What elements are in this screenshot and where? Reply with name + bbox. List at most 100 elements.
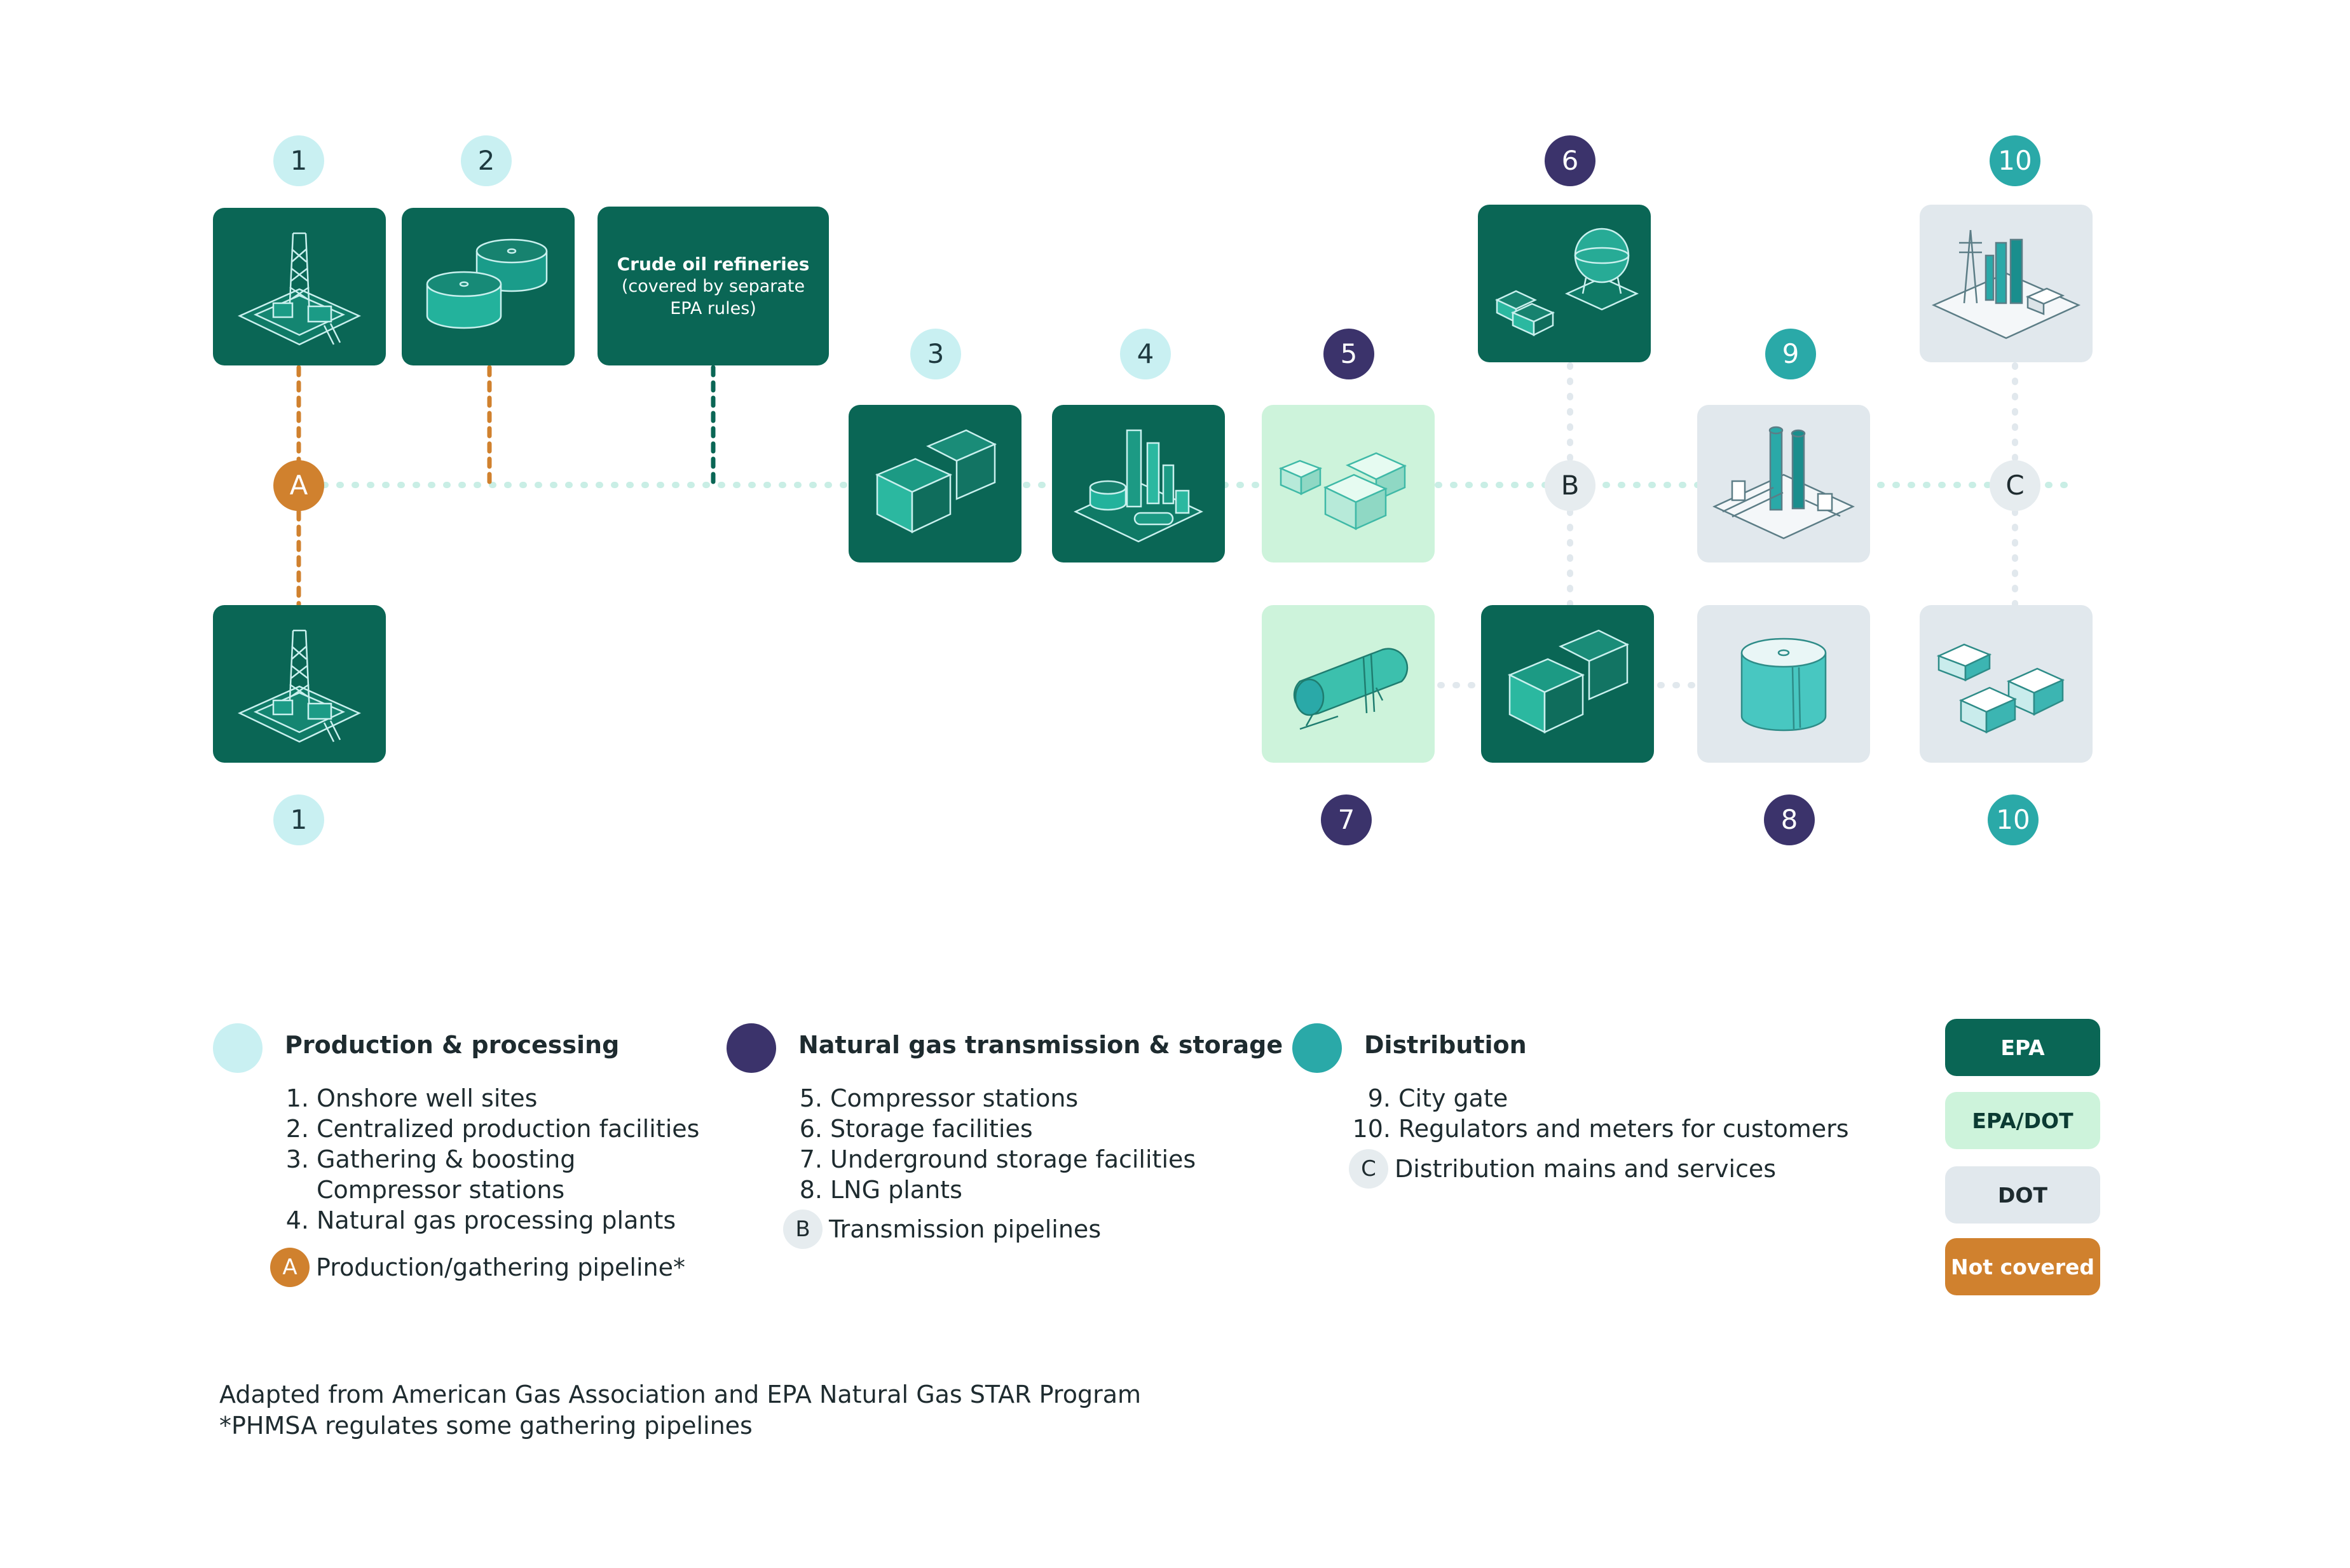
legend-item-text: Onshore well sites [317,1084,538,1112]
legend-item-num: 1. [285,1084,309,1112]
legend-item-num: 7. [799,1145,823,1173]
badge-5: 5 [1323,329,1374,379]
tile-storage-facilities [1478,205,1651,362]
legend-item-num: 4. [285,1206,309,1234]
legend-item: 4. Natural gas processing plants [280,1205,699,1236]
node-c: C [1990,460,2040,511]
legend-item: Compressor stations [280,1175,699,1205]
key-epa-dot: EPA/DOT [1945,1092,2100,1149]
legend-item-num: 9. [1367,1084,1391,1112]
badge-9: 9 [1765,329,1816,379]
houses-icon [1936,643,2065,733]
key-dot: DOT [1945,1166,2100,1224]
tile-onshore-well-site-top [213,208,386,365]
badge-7: 7 [1321,794,1372,845]
legend-node-b-text: Transmission pipelines [829,1215,1102,1243]
legend-item: 6.Storage facilities [796,1114,1196,1144]
legend-item-text: Storage facilities [830,1115,1033,1143]
tile-regulators-meters-bottom [1920,605,2093,763]
legend-distribution-list: 9.City gate 10.Regulators and meters for… [1346,1083,1849,1144]
drilling-rig-icon [238,232,361,346]
legend-transmission-pipeline: B Transmission pipelines [783,1210,1101,1249]
refinery-note-2: EPA rules) [670,298,756,318]
key-not-covered: Not covered [1945,1238,2100,1295]
legend-item-text: Centralized production facilities [317,1115,700,1143]
node-a: A [273,460,324,511]
tile-city-gate [1697,405,1870,562]
legend-production-title: Production & processing [285,1031,620,1059]
tile-centralized-production [402,208,575,365]
badge-6: 6 [1545,135,1595,186]
legend-distribution-dot [1292,1023,1342,1073]
legend-item-text: Natural gas processing plants [317,1206,676,1234]
tank-car-icon [1293,648,1409,730]
legend-node-b: B [783,1210,823,1249]
compressor-box-icon [1507,629,1629,734]
refinery-note-1: (covered by separate [621,276,805,296]
storage-facility-icon [1495,228,1639,337]
storage-tanks-icon [426,238,548,329]
tile-gathering-boosting [849,405,1021,562]
legend-node-a-text: Production/gathering pipeline* [316,1253,685,1281]
legend-item: 8.LNG plants [796,1175,1196,1205]
badge-10-top: 10 [1990,135,2040,186]
compressor-stations-icon [1278,452,1407,530]
lng-tank-icon [1740,637,1827,732]
legend-item-num: 6. [799,1115,823,1143]
compressor-box-icon [875,429,997,534]
legend-item-num: 5. [799,1084,823,1112]
legend-item-text: Gathering & boosting [317,1145,576,1173]
node-b: B [1545,460,1595,511]
legend-item: 7.Underground storage facilities [796,1144,1196,1175]
legend-item-text: Underground storage facilities [830,1145,1196,1173]
legend-transmission-dot [727,1023,776,1073]
legend-item-text: Compressor stations [830,1084,1079,1112]
legend-distribution-mains: C Distribution mains and services [1349,1149,1776,1189]
legend-item-num [280,1175,309,1205]
drilling-rig-icon [238,629,361,743]
legend-transmission-title: Natural gas transmission & storage [798,1031,1283,1059]
tile-onshore-well-site-bottom [213,605,386,763]
legend-production-pipeline: A Production/gathering pipeline* [270,1248,685,1287]
legend-item: 9.City gate [1346,1083,1849,1114]
badge-1-bottom: 1 [273,794,324,845]
city-gate-icon [1712,426,1855,540]
legend-item-text: City gate [1398,1084,1508,1112]
legend-node-c-text: Distribution mains and services [1395,1155,1777,1183]
tile-transmission-compressor [1481,605,1654,763]
processing-plant-icon [1074,429,1203,543]
footnote-line: *PHMSA regulates some gathering pipeline… [219,1412,753,1440]
legend-item-num: 2. [285,1115,309,1143]
regulator-station-icon [1931,229,2081,339]
legend-production-dot [213,1023,263,1073]
legend-distribution-title: Distribution [1364,1031,1527,1059]
badge-10-bottom: 10 [1988,794,2039,845]
legend-item-text: LNG plants [830,1176,962,1204]
legend-item-text: Regulators and meters for customers [1398,1115,1849,1143]
legend-item: 3. Gathering & boosting [280,1144,699,1175]
legend-item-text: Compressor stations [317,1176,565,1204]
refinery-label: Crude oil refineries (covered by separat… [598,207,829,365]
source-line: Adapted from American Gas Association an… [219,1381,1141,1408]
badge-8: 8 [1764,794,1815,845]
badge-3: 3 [910,329,961,379]
key-epa: EPA [1945,1019,2100,1076]
badge-1-top: 1 [273,135,324,186]
legend-item: 1. Onshore well sites [280,1083,699,1114]
legend-item-num: 8. [799,1176,823,1204]
badge-2: 2 [461,135,512,186]
legend-item: 5.Compressor stations [796,1083,1196,1114]
legend-transmission-list: 5.Compressor stations 6.Storage faciliti… [796,1083,1196,1205]
legend-production-list: 1. Onshore well sites 2. Centralized produ… [280,1083,700,1236]
tile-lng-plant [1697,605,1870,763]
source-note: Adapted from American Gas Association an… [219,1379,1141,1442]
refinery-title: Crude oil refineries [617,253,810,275]
legend-node-a: A [270,1248,310,1287]
tile-crude-oil-refineries [598,207,829,365]
legend-item-num: 3. [285,1145,309,1173]
legend-item-num: 10. [1352,1115,1391,1143]
tile-regulators-meters-top [1920,205,2093,362]
legend-node-c: C [1349,1149,1388,1189]
legend-item: 10.Regulators and meters for customers [1346,1114,1849,1144]
